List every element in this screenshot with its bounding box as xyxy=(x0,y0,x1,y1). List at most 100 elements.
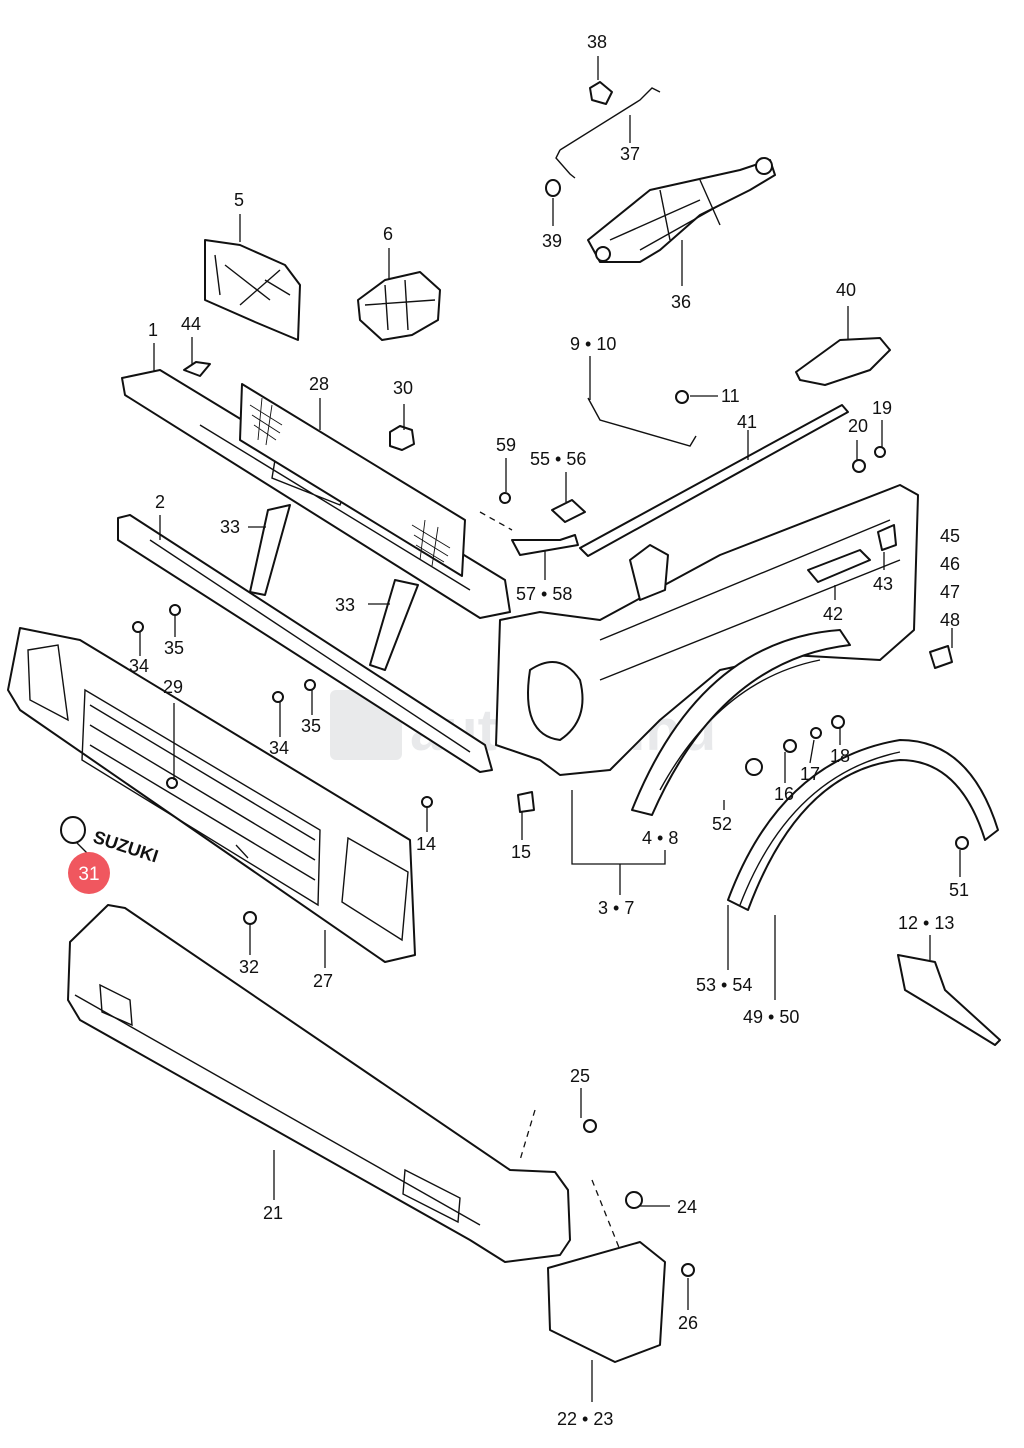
label-11: 11 xyxy=(721,386,740,406)
label-34a: 34 xyxy=(129,656,149,676)
fender-emblem-43 xyxy=(877,524,897,551)
bolt-19 xyxy=(874,446,886,458)
rail-41 xyxy=(579,404,849,557)
leader-lines xyxy=(75,56,961,1402)
label-49-50: 49 • 50 xyxy=(743,1007,799,1027)
nut-35a xyxy=(169,604,181,616)
label-24: 24 xyxy=(677,1197,697,1217)
label-45: 45 xyxy=(940,526,960,546)
label-27: 27 xyxy=(313,971,333,991)
label-15: 15 xyxy=(511,842,531,862)
nut-20 xyxy=(852,459,866,473)
front-fender-3-7 xyxy=(495,484,919,776)
clip-29 xyxy=(166,777,178,789)
front-bumper-21 xyxy=(67,904,571,1263)
cover-40 xyxy=(795,337,891,386)
bumper-end-22-23 xyxy=(547,1241,666,1363)
label-16: 16 xyxy=(774,784,794,804)
label-4-8: 4 • 8 xyxy=(642,828,678,848)
scissor-jack-36 xyxy=(587,157,776,263)
nut-35b xyxy=(304,679,316,691)
label-17: 17 xyxy=(800,764,820,784)
label-20: 20 xyxy=(848,416,868,436)
jack-handle-37 xyxy=(545,81,661,197)
label-18: 18 xyxy=(830,746,850,766)
stay-33b xyxy=(369,579,419,671)
label-31[interactable]: 31 xyxy=(78,864,99,885)
label-59: 59 xyxy=(496,435,516,455)
highlight-marker[interactable] xyxy=(68,852,110,894)
front-grille-27 xyxy=(7,627,416,963)
label-35a: 35 xyxy=(164,638,184,658)
clip-52 xyxy=(745,758,763,776)
label-3-7: 3 • 7 xyxy=(598,898,634,918)
label-19: 19 xyxy=(872,398,892,418)
label-57-58: 57 • 58 xyxy=(516,584,572,604)
label-33b: 33 xyxy=(335,595,355,615)
label-6: 6 xyxy=(383,224,393,244)
screw-26 xyxy=(681,1263,695,1277)
label-12-13: 12 • 13 xyxy=(898,913,954,933)
screw-51 xyxy=(955,836,969,850)
fender-emblem-42 xyxy=(807,549,871,583)
label-44: 44 xyxy=(181,314,201,334)
label-2: 2 xyxy=(155,492,165,512)
bolt-34b xyxy=(272,691,284,703)
label-39: 39 xyxy=(542,231,562,251)
label-53-54: 53 • 54 xyxy=(696,975,752,995)
label-47: 47 xyxy=(940,582,960,602)
bracket-6 xyxy=(357,271,441,341)
label-32: 32 xyxy=(239,957,259,977)
bolt-34a xyxy=(132,621,144,633)
upper-front-panel-1 xyxy=(121,369,511,619)
clip-30 xyxy=(389,425,415,451)
label-34b: 34 xyxy=(269,738,289,758)
clip-55-56 xyxy=(551,499,586,523)
label-1: 1 xyxy=(148,320,158,340)
label-14: 14 xyxy=(416,834,436,854)
label-42: 42 xyxy=(823,604,843,624)
label-25: 25 xyxy=(570,1066,590,1086)
screw-11 xyxy=(675,390,689,404)
screw-59 xyxy=(499,492,511,504)
label-35b: 35 xyxy=(301,716,321,736)
highlight-callout-31[interactable]: 31 xyxy=(68,852,110,894)
label-48: 48 xyxy=(940,610,960,630)
wheel-arch-4-8 xyxy=(631,629,851,816)
label-22-23: 22 • 23 xyxy=(557,1409,613,1429)
label-38: 38 xyxy=(587,32,607,52)
lower-front-panel-2 xyxy=(117,514,493,773)
label-26: 26 xyxy=(678,1313,698,1333)
nut-32 xyxy=(243,911,257,925)
radiator-grille-panel-28 xyxy=(239,383,466,577)
screw-14 xyxy=(421,796,433,808)
clip-24 xyxy=(625,1191,643,1209)
label-30: 30 xyxy=(393,378,413,398)
label-33a: 33 xyxy=(220,517,240,537)
fender-flare-49-50 xyxy=(727,739,999,911)
label-28: 28 xyxy=(309,374,329,394)
rod-9-10 xyxy=(587,397,697,447)
bolt-25 xyxy=(583,1119,597,1133)
label-41: 41 xyxy=(737,412,757,432)
side-marker-48 xyxy=(929,645,953,669)
clip-18 xyxy=(831,715,845,729)
nut-17 xyxy=(810,727,822,739)
screw-16 xyxy=(783,739,797,753)
label-43: 43 xyxy=(873,574,893,594)
label-46: 46 xyxy=(940,554,960,574)
part-labels: 38 37 39 36 5 6 1 44 28 30 40 9 • 10 11 … xyxy=(129,32,969,1429)
label-37: 37 xyxy=(620,144,640,164)
bracket-plate-5 xyxy=(204,239,301,341)
label-5: 5 xyxy=(234,190,244,210)
stay-33a xyxy=(249,504,291,596)
label-21: 21 xyxy=(263,1203,283,1223)
clip-44 xyxy=(183,361,211,377)
label-52: 52 xyxy=(712,814,732,834)
fasteners xyxy=(132,390,969,1277)
label-40: 40 xyxy=(836,280,856,300)
clip-15 xyxy=(517,791,535,813)
mud-guard-12-13 xyxy=(897,954,1001,1046)
label-36: 36 xyxy=(671,292,691,312)
